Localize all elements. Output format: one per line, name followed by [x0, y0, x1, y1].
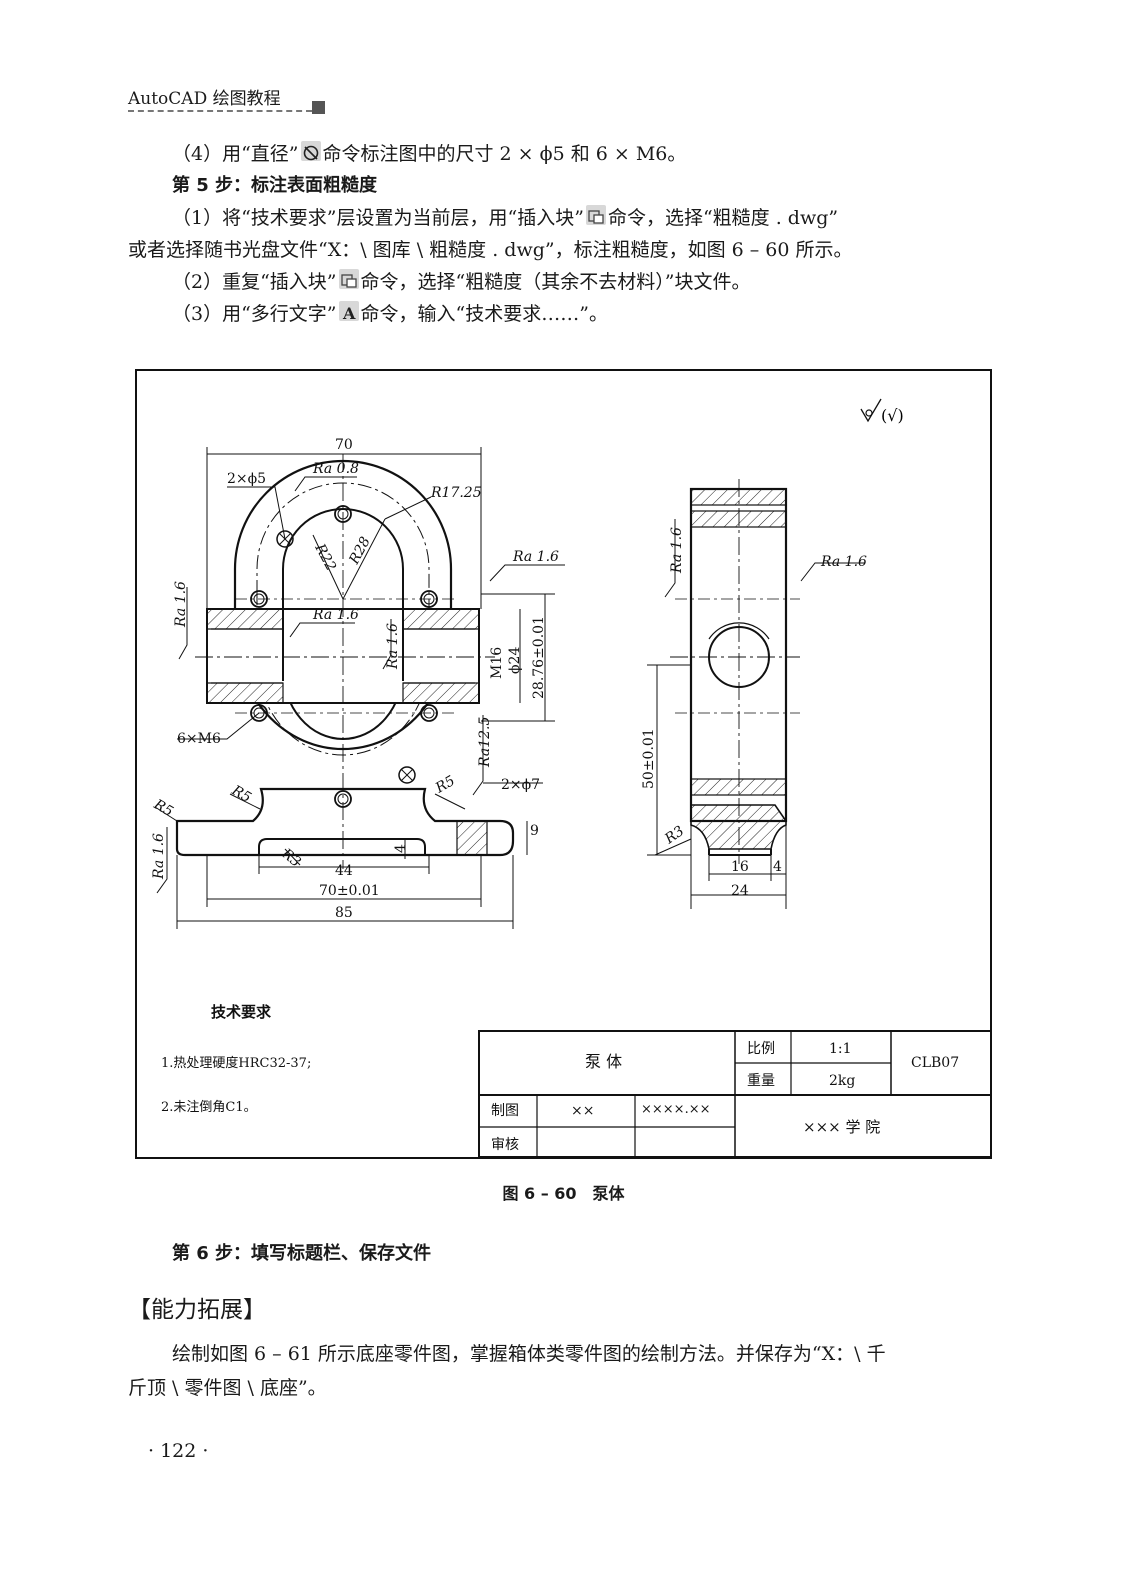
checked-label: 审核 [491, 1137, 519, 1153]
weight-label: 重量 [747, 1073, 775, 1089]
paragraph-line-1: （4）用“直径” 命令标注图中的尺寸 2 × ϕ5 和 6 × M6。 [172, 138, 686, 170]
insert-block-icon [585, 205, 606, 225]
text: （1）将“技术要求”层设置为当前层，用“插入块” [172, 207, 584, 229]
figure-caption: 图 6 – 60 泵体 [502, 1184, 625, 1203]
dim-phi24: ϕ24 [507, 647, 523, 674]
dim-16: 16 [731, 859, 749, 875]
svg-text:(√): (√) [881, 406, 904, 425]
insert-block-icon [338, 269, 359, 289]
dim-2phi5: 2×ϕ5 [227, 471, 266, 487]
page-number: · 122 · [148, 1440, 209, 1462]
side-view-dimensions [647, 519, 865, 909]
tech-item-1: 1.热处理硬度HRC32-37; [161, 1055, 311, 1071]
paragraph-line-2: （1）将“技术要求”层设置为当前层，用“插入块” 命令，选择“粗糙度 . dwg” [172, 202, 838, 234]
side-view-labels: Ra 1.6 Ra 1.6 50±0.01 R3 16 4 24 [641, 527, 867, 899]
dim-50tol: 50±0.01 [641, 728, 657, 789]
title-block-text: 泵 体 比例 1:1 CLB07 重量 2kg 制图 ×× ××××.×× 审核… [491, 1041, 959, 1153]
header-square-mark [312, 101, 325, 114]
side-view [670, 479, 800, 864]
general-roughness-symbol: (√) [860, 398, 904, 425]
dim-2876: 28.76±0.01 [531, 616, 547, 699]
text: 命令，选择“粗糙度（其余不去材料）”块文件。 [360, 271, 751, 293]
roughness-ra16: Ra 1.6 [151, 833, 167, 880]
tech-item-2: 2.未注倒角C1。 [161, 1100, 257, 1115]
dim-6m6: 6×M6 [177, 731, 221, 747]
roughness-ra16: Ra 1.6 [512, 549, 559, 565]
roughness-ra16: Ra 1.6 [173, 581, 189, 628]
scale-value: 1:1 [829, 1041, 852, 1057]
paragraph-line-4: （2）重复“插入块” 命令，选择“粗糙度（其余不去材料）”块文件。 [172, 266, 750, 298]
roughness-ra08: Ra 0.8 [312, 461, 359, 477]
drawn-date: ××××.×× [641, 1102, 711, 1117]
dim-9: 9 [530, 823, 539, 839]
running-header: AutoCAD 绘图教程 [128, 89, 281, 109]
dim-4: 4 [393, 844, 409, 853]
body-line-1: 绘制如图 6 – 61 所示底座零件图，掌握箱体类零件图的绘制方法。并保存为“X… [172, 1343, 886, 1365]
dim-70: 70 [335, 437, 353, 453]
paragraph-line-3: 或者选择随书光盘文件“X：\ 图库 \ 粗糙度 . dwg”，标注粗糙度，如图 … [128, 239, 853, 261]
roughness-ra16: Ra 1.6 [820, 554, 867, 570]
drawn-by: ×× [571, 1103, 594, 1119]
text: 命令标注图中的尺寸 2 × ϕ5 和 6 × M6。 [322, 143, 687, 165]
drawn-label: 制图 [491, 1103, 519, 1119]
text: （2）重复“插入块” [172, 271, 337, 293]
roughness-ra125: Ra12.5 [477, 717, 493, 768]
title-block [478, 1030, 992, 1158]
dim-85: 85 [335, 905, 353, 921]
pump-body-drawing: (√) [135, 369, 992, 1159]
part-name: 泵 体 [585, 1052, 622, 1071]
text: 命令，选择“粗糙度 . dwg” [607, 207, 839, 229]
text: （4）用“直径” [172, 143, 299, 165]
school-name: ××× 学 院 [803, 1118, 880, 1136]
dim-r1725: R17.25 [430, 485, 482, 501]
svg-text:A: A [342, 304, 356, 323]
technical-requirements: 技术要求 1.热处理硬度HRC32-37; 2.未注倒角C1。 [161, 1003, 311, 1115]
front-view-dimensions [154, 447, 565, 929]
dim-70tol: 70±0.01 [319, 883, 380, 899]
section-heading: 【能力拓展】 [128, 1297, 266, 1323]
dim-m16: M16 [489, 647, 505, 679]
dim-4: 4 [773, 859, 782, 875]
drawing-border [135, 369, 992, 1159]
drawing-code: CLB07 [911, 1055, 959, 1071]
step6-heading: 第 6 步：填写标题栏、保存文件 [172, 1243, 432, 1264]
dim-2phi7: 2×ϕ7 [501, 777, 540, 793]
text: （3）用“多行文字” [172, 303, 337, 325]
header-rule [128, 110, 312, 112]
text: 命令，输入“技术要求……”。 [360, 303, 608, 325]
weight-value: 2kg [829, 1073, 855, 1089]
roughness-ra16: Ra 1.6 [385, 623, 401, 670]
body-line-2: 斤顶 \ 零件图 \ 底座”。 [128, 1377, 327, 1399]
dim-24: 24 [731, 883, 749, 899]
scale-label: 比例 [747, 1041, 775, 1057]
roughness-ra16: Ra 1.6 [669, 527, 685, 574]
dim-44: 44 [335, 863, 353, 879]
multiline-text-icon: A [338, 301, 359, 323]
roughness-ra16: Ra 1.6 [312, 607, 359, 623]
diameter-icon [300, 141, 321, 161]
step5-heading: 第 5 步：标注表面粗糙度 [172, 175, 378, 196]
tech-title: 技术要求 [211, 1003, 272, 1021]
front-view [175, 454, 515, 869]
